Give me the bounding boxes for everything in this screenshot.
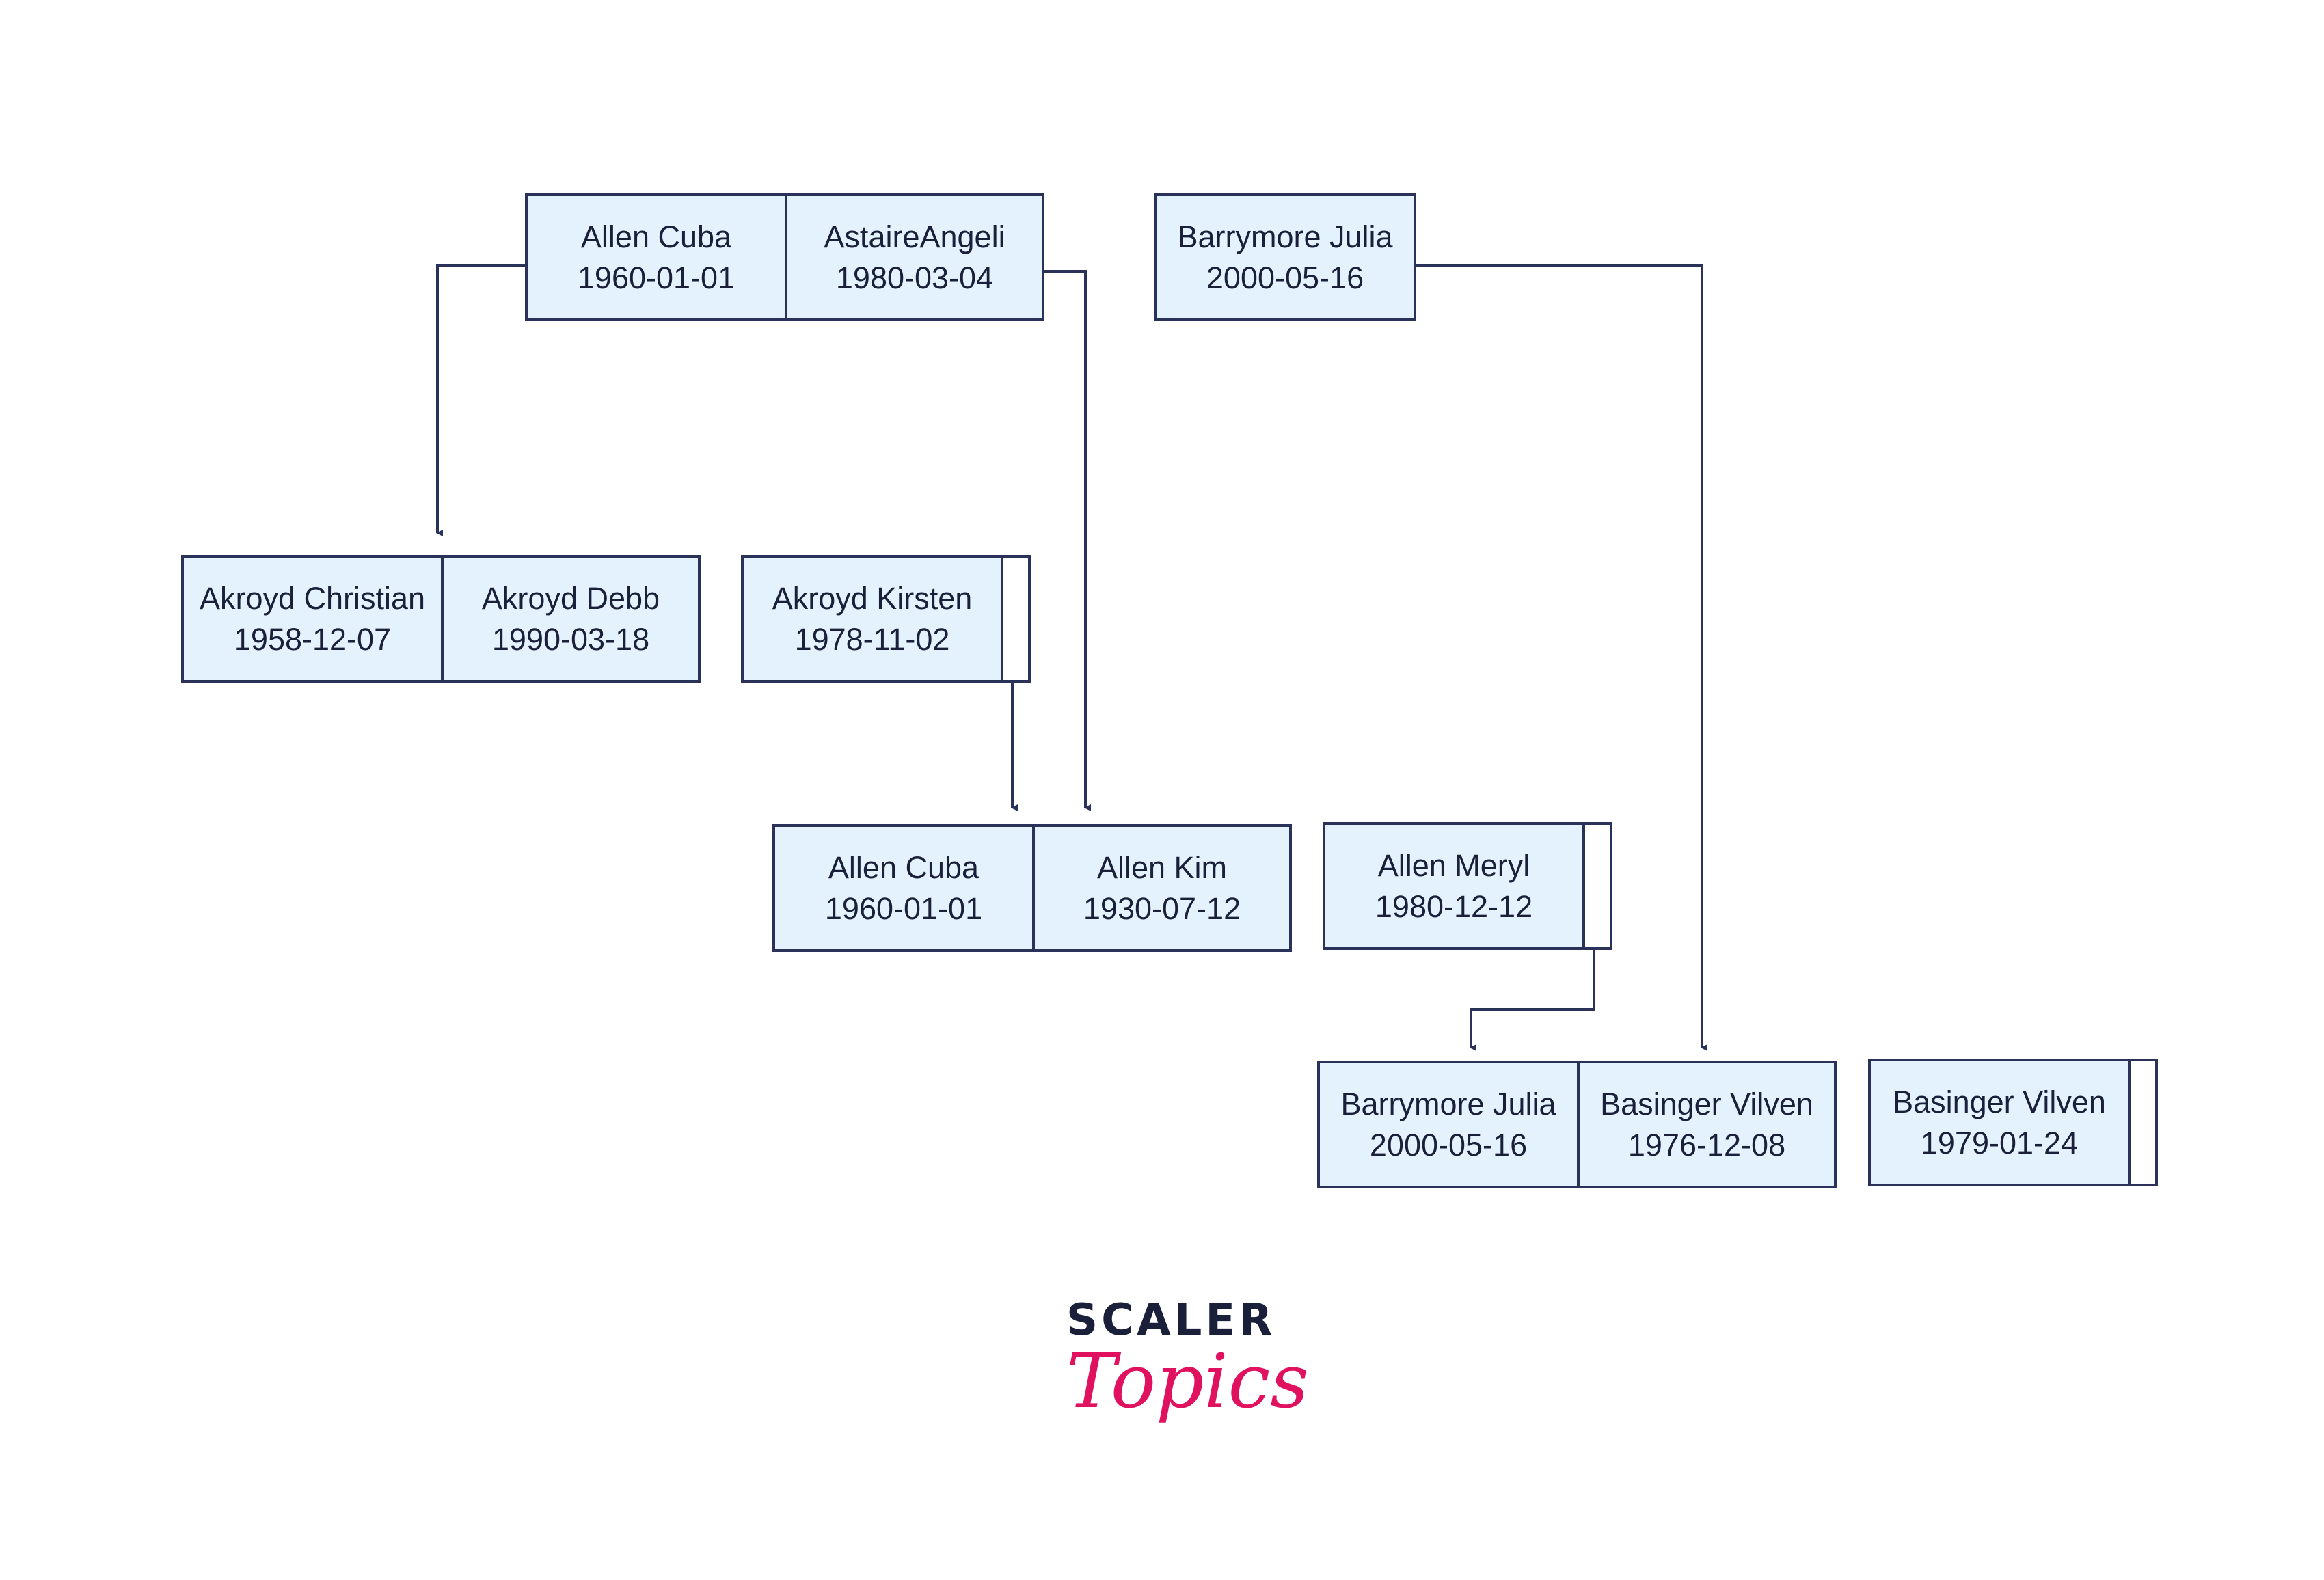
tree-node-level2-b: Akroyd Kirsten 1978-11-02 [741,555,1031,683]
key-name: Akroyd Christian [199,580,426,616]
edge-root-left-to-level2-a [436,264,525,536]
key-name: Basinger Vilven [1600,1086,1813,1121]
key-date: 1930-07-12 [1083,890,1241,926]
node-key: Allen Cuba 1960-01-01 [775,827,1032,949]
key-date: 2000-05-16 [1369,1127,1528,1162]
node-key: Allen Meryl 1980-12-12 [1325,825,1582,947]
node-key: Akroyd Christian 1958-12-07 [184,558,441,680]
key-name: Akroyd Debb [481,580,660,616]
key-date: 2000-05-16 [1206,260,1364,295]
pointer-slot [1001,558,1028,680]
key-date: 1980-12-12 [1375,888,1533,924]
key-date: 1958-12-07 [233,621,392,657]
tree-node-root-left: Allen Cuba 1960-01-01 AstaireAngeli 1980… [525,193,1044,321]
key-date: 1990-03-18 [491,621,650,657]
node-key: Allen Cuba 1960-01-01 [528,196,785,318]
tree-node-level4-b: Basinger Vilven 1979-01-24 [1868,1059,2158,1186]
node-key: Allen Kim 1930-07-12 [1032,827,1289,949]
key-name: Allen Meryl [1377,847,1530,883]
key-date: 1976-12-08 [1627,1127,1786,1162]
key-date: 1978-11-02 [794,621,950,657]
logo-script-text: Topics [1066,1337,1309,1425]
key-date: 1979-01-24 [1920,1125,2079,1160]
key-name: AstaireAngeli [824,219,1005,254]
pointer-slot [1582,825,1610,947]
node-key: Barrymore Julia 2000-05-16 [1320,1063,1577,1186]
tree-node-level3-a: Allen Cuba 1960-01-01 Allen Kim 1930-07-… [772,824,1292,952]
tree-node-level3-b: Allen Meryl 1980-12-12 [1323,822,1612,950]
key-name: Allen Cuba [580,219,732,254]
key-name: Akroyd Kirsten [772,580,973,616]
key-name: Basinger Vilven [1893,1084,2106,1119]
node-key: AstaireAngeli 1980-03-04 [785,196,1042,318]
pointer-slot [2128,1061,2155,1184]
tree-node-level4-a: Barrymore Julia 2000-05-16 Basinger Vilv… [1317,1061,1837,1188]
tree-node-level2-a: Akroyd Christian 1958-12-07 Akroyd Debb … [181,555,701,683]
logo-wordmark: SCALER [1066,1295,1276,1346]
key-date: 1960-01-01 [824,890,983,926]
node-key: Barrymore Julia 2000-05-16 [1157,196,1414,318]
key-name: Allen Kim [1096,849,1228,885]
key-date: 1980-03-04 [835,260,994,295]
key-name: Allen Cuba [828,849,979,885]
key-name: Barrymore Julia [1340,1086,1556,1121]
edge-root-left-to-level3-a [1038,270,1091,811]
node-key: Akroyd Debb 1990-03-18 [441,558,698,680]
tree-node-root-right: Barrymore Julia 2000-05-16 [1154,193,1416,321]
node-key: Akroyd Kirsten 1978-11-02 [744,558,1001,680]
node-key: Basinger Vilven 1976-12-08 [1577,1063,1834,1186]
edge-level3-b-to-level4-a [1470,948,1595,1051]
scaler-topics-logo: SCALER Topics [1066,1295,1309,1473]
key-date: 1960-01-01 [577,260,735,295]
node-key: Basinger Vilven 1979-01-24 [1871,1061,2128,1184]
key-name: Barrymore Julia [1177,219,1393,254]
edge-root-right-to-level4-a [1411,264,1707,1051]
